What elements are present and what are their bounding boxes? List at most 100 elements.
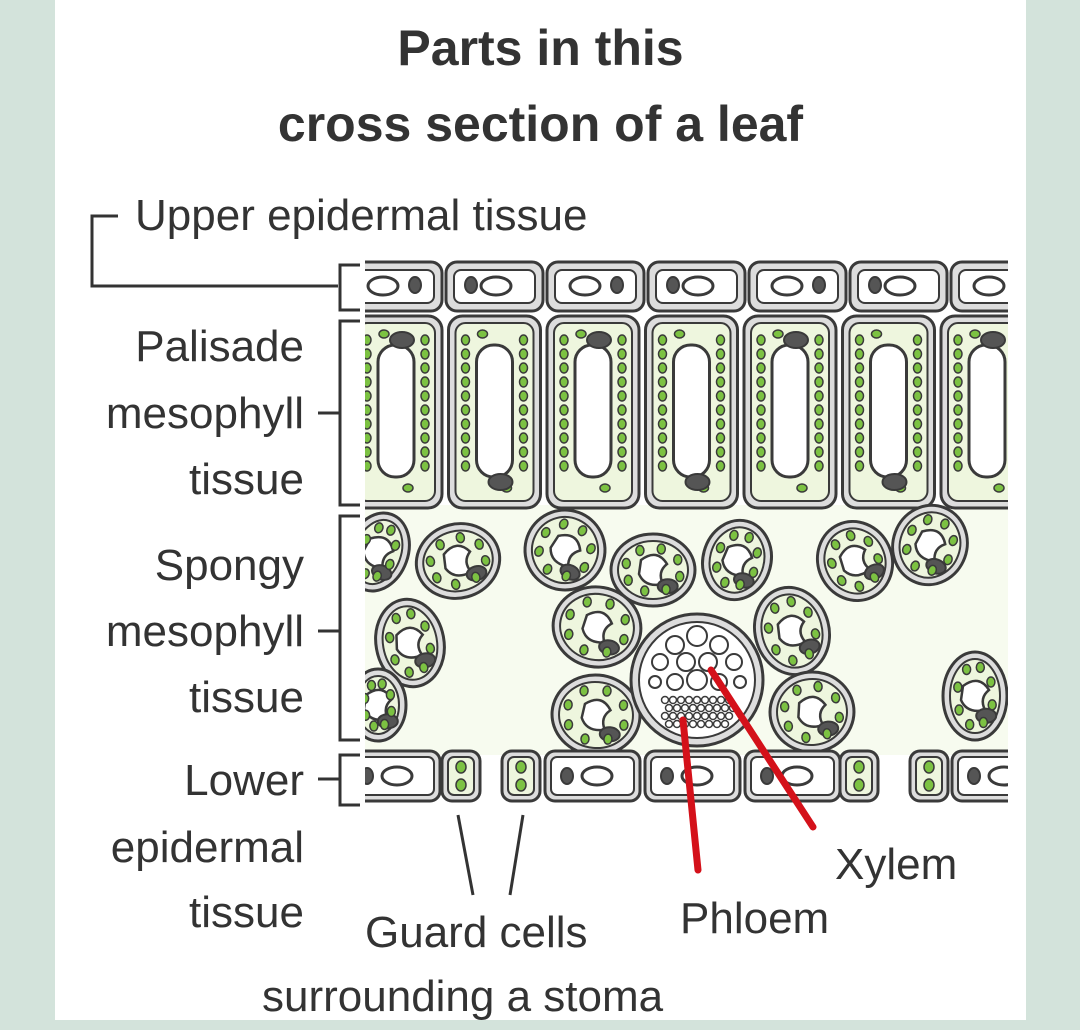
nucleus	[967, 767, 981, 785]
vacuole	[376, 343, 416, 479]
chloroplast	[792, 684, 802, 696]
chloroplast	[582, 596, 592, 608]
chloroplast	[1012, 447, 1020, 457]
chloroplast	[948, 534, 959, 547]
chloroplast	[763, 622, 774, 634]
spongy-cell	[752, 585, 832, 677]
nucleus	[881, 473, 908, 491]
chloroplast	[365, 390, 372, 402]
upper-epidermal-bracket	[90, 214, 338, 288]
xylem-vessel	[725, 653, 743, 671]
cell-interior	[507, 756, 535, 796]
chloroplast	[377, 678, 387, 690]
chloroplast	[460, 432, 471, 444]
page-title: Parts in this cross section of a leaf	[55, 10, 1026, 162]
spongy-cell	[414, 522, 502, 600]
chloroplast	[617, 348, 627, 360]
chloroplast	[854, 418, 865, 430]
chloroplast	[373, 522, 384, 534]
vacuole	[580, 765, 614, 787]
label-spongy-line-2: mesophyll	[105, 607, 304, 656]
chloroplast	[756, 404, 766, 416]
chloroplast	[813, 680, 823, 693]
chloroplast	[419, 661, 429, 674]
chloroplast	[385, 688, 396, 701]
chloroplast	[391, 612, 401, 625]
phloem-cell	[696, 703, 706, 713]
chloroplast	[814, 432, 824, 444]
chloroplast	[953, 432, 963, 444]
pointer-lines	[679, 666, 817, 874]
chloroplast	[845, 530, 856, 542]
chloroplast	[796, 483, 808, 493]
label-palisade-line-2: mesophyll	[105, 389, 304, 438]
chloroplast	[577, 525, 588, 537]
chloroplast	[559, 348, 569, 360]
nucleus	[560, 767, 574, 785]
chloroplast	[460, 404, 471, 416]
chloroplast	[854, 376, 865, 388]
chloroplast	[953, 376, 963, 388]
phloem-cell	[668, 695, 678, 705]
chloroplast	[379, 718, 390, 731]
chloroplast	[756, 418, 766, 430]
chloroplast	[474, 538, 484, 550]
chloroplast	[854, 334, 865, 346]
chloroplast	[1012, 363, 1020, 373]
vacuole	[721, 543, 754, 578]
chloroplast	[425, 642, 436, 655]
chloroplast	[435, 539, 445, 551]
chloroplast	[826, 557, 837, 569]
chloroplast	[365, 460, 372, 472]
chloroplast	[923, 778, 935, 792]
label-stoma: surrounding a stoma	[262, 972, 664, 1021]
chloroplast	[518, 460, 529, 472]
chloroplast	[943, 554, 953, 566]
chloroplast	[365, 446, 372, 458]
chloroplast	[460, 418, 471, 430]
chloroplast	[854, 432, 865, 444]
phloem-cell	[720, 719, 730, 729]
chloroplast	[814, 446, 824, 458]
chloroplast	[912, 404, 923, 416]
chloroplast	[420, 348, 430, 360]
xylem-pointer	[707, 666, 817, 831]
chloroplast	[384, 631, 395, 644]
label-lower-line-3: tissue	[189, 888, 304, 937]
xylem-vessel	[666, 673, 684, 691]
xylem-vessel	[709, 635, 729, 655]
chloroplast	[515, 778, 527, 792]
chloroplast	[617, 334, 627, 346]
chloroplast	[372, 570, 383, 582]
spongy-cell	[374, 597, 446, 689]
chloroplast	[390, 539, 401, 552]
chloroplast	[559, 432, 569, 444]
vacuole	[776, 614, 808, 647]
vacuole	[672, 343, 711, 479]
chloroplast	[854, 348, 865, 360]
chloroplast	[420, 404, 430, 416]
chloroplast	[756, 362, 766, 374]
chloroplast	[617, 446, 627, 458]
chloroplast	[657, 376, 668, 388]
phloem-cell	[684, 695, 694, 705]
chloroplast	[772, 329, 784, 339]
chloroplast	[863, 535, 874, 547]
xylem-vessel	[676, 652, 696, 672]
chloroplast	[1012, 377, 1020, 387]
label-xylem: Xylem	[835, 840, 958, 889]
chloroplast	[975, 661, 986, 674]
phloem-cell	[696, 719, 706, 729]
chloroplast	[617, 404, 627, 416]
chloroplast	[801, 731, 811, 744]
nucleus	[365, 767, 374, 785]
chloroplast	[420, 620, 430, 632]
vacuole	[580, 698, 613, 732]
nucleus	[487, 473, 514, 491]
chloroplast	[559, 334, 569, 346]
chloroplast	[1012, 419, 1020, 429]
phloem-cell	[708, 695, 718, 705]
phloem-cell	[664, 703, 674, 713]
chloroplast	[961, 663, 972, 676]
chloroplast	[873, 553, 884, 565]
